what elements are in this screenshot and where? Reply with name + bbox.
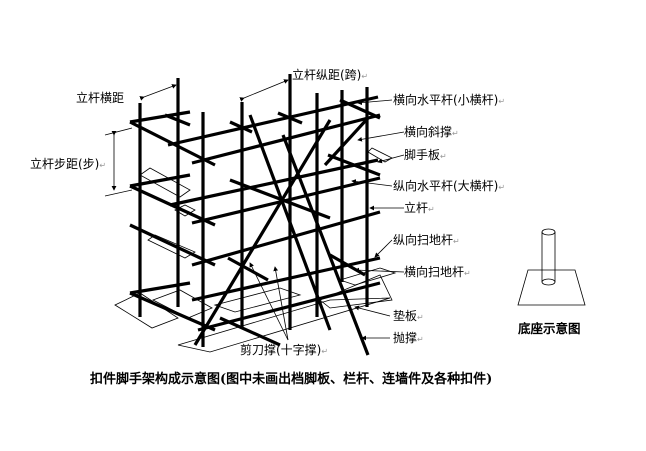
label-text: 纵向水平杆(大横杆) [393, 179, 499, 193]
label-transverse-ledger: 横向水平杆(小横杆)↵ [393, 93, 505, 109]
label-text: 立杆纵距(跨) [292, 68, 362, 82]
label-transverse-brace: 横向斜撑↵ [404, 125, 459, 141]
label-text: 横向水平杆(小横杆) [393, 93, 499, 107]
label-text: 横向斜撑 [404, 125, 453, 139]
label-text: 剪刀撑(十字撑) [240, 343, 322, 357]
label-cross-brace: 剪刀撑(十字撑)↵ [240, 343, 328, 359]
return-mark: ↵ [428, 205, 435, 214]
return-mark: ↵ [99, 161, 107, 170]
return-mark: ↵ [498, 97, 506, 106]
label-raking-shore: 抛撑↵ [393, 331, 424, 347]
leader-lines [249, 99, 405, 341]
return-mark: ↵ [417, 335, 424, 344]
label-text: 立杆步距(步) [30, 157, 100, 171]
cross-braces [193, 114, 370, 356]
dimension-lines [104, 79, 289, 197]
label-post-longitudinal-spacing: 立杆纵距(跨)↵ [292, 68, 368, 84]
label-text: 立杆横距 [76, 91, 125, 105]
return-mark: ↵ [498, 183, 506, 192]
caption: 扣件脚手架构成示意图(图中未画出档脚板、栏杆、连墙件及各种扣件) [90, 372, 493, 387]
label-text: 纵向扫地杆 [393, 233, 454, 247]
label-post-transverse-spacing: 立杆横距 [76, 91, 124, 105]
return-mark: ↵ [361, 72, 369, 81]
label-text: 抛撑 [393, 331, 418, 345]
label-text: 立杆 [404, 201, 429, 215]
label-post: 立杆↵ [404, 201, 435, 217]
label-transverse-sweep-rod: 横向扫地杆↵ [404, 265, 471, 281]
label-base-plate: 垫板↵ [393, 309, 424, 325]
return-mark: ↵ [417, 313, 424, 322]
return-mark: ↵ [452, 129, 459, 138]
return-mark: ↵ [321, 347, 329, 356]
return-mark: ↵ [440, 152, 447, 161]
label-text: 垫板 [393, 309, 418, 323]
label-step-height: 立杆步距(步)↵ [30, 157, 106, 173]
label-longitudinal-sweep-rod: 纵向扫地杆↵ [393, 233, 460, 249]
label-longitudinal-ledger: 纵向水平杆(大横杆)↵ [393, 179, 505, 195]
label-scaffold-board: 脚手板↵ [404, 148, 447, 164]
label-text: 横向扫地杆 [404, 265, 465, 279]
return-mark: ↵ [453, 237, 460, 246]
return-mark: ↵ [464, 269, 471, 278]
base-plates [114, 267, 397, 353]
label-text: 脚手板 [404, 148, 441, 162]
base-diagram [517, 228, 586, 306]
label-base-diagram: 底座示意图 [518, 321, 581, 336]
